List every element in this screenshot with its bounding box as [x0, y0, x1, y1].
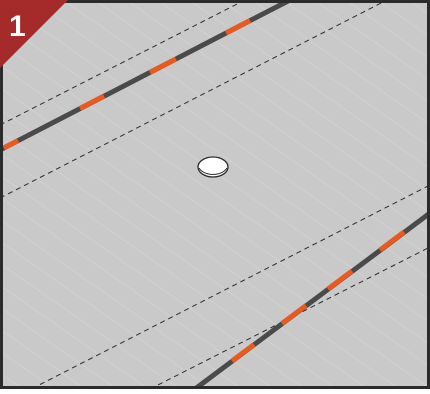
- strip-upper-accents: [2, 18, 252, 151]
- hole-icon: [197, 156, 229, 178]
- strip-lower-accents: [230, 230, 406, 363]
- step-badge: 1: [0, 0, 68, 68]
- guide-line-upper-1: [1, 1, 244, 125]
- surface: [1, 1, 429, 388]
- step-number: 1: [9, 10, 26, 43]
